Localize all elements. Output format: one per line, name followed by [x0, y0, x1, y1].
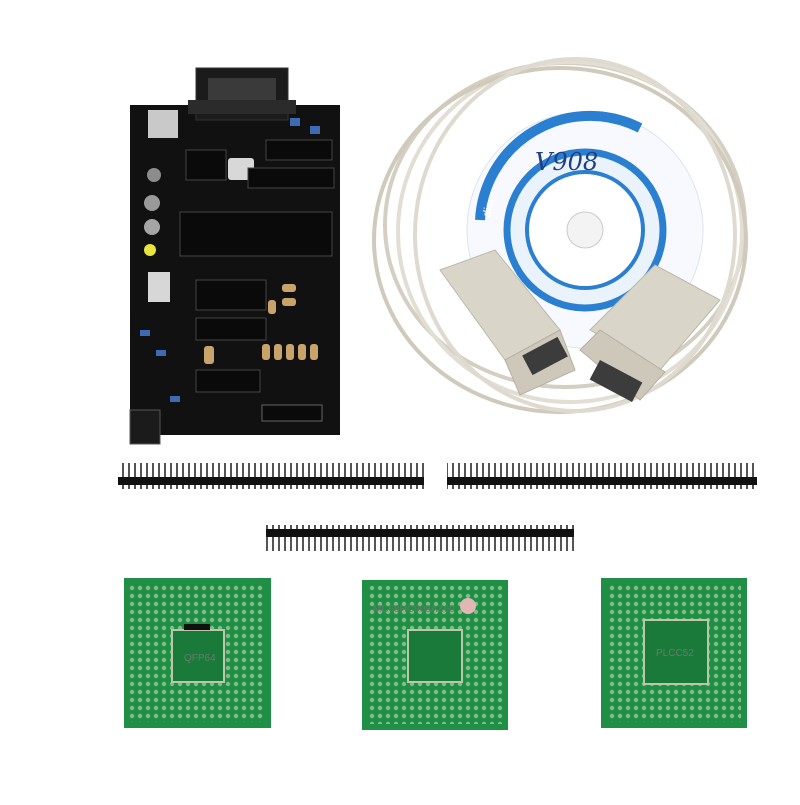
power-jack: [129, 409, 161, 445]
programmer-board: [129, 67, 340, 445]
pin-header-short: [266, 525, 574, 551]
voltage-regulator: [148, 110, 178, 138]
adapter-qfp64-label: QFP64: [184, 653, 216, 664]
adapter-mc68hc908az60: MC68HC908AZ60: [362, 580, 508, 730]
adapter-mc68-label: MC68HC908AZ60: [373, 604, 455, 615]
cd-brand: disc: [479, 195, 498, 219]
db9-connector: [188, 67, 296, 121]
cd-label: V908: [535, 148, 598, 176]
adapter-qfp64: QFP64: [124, 578, 271, 728]
ic-chip-top-right: [265, 139, 333, 161]
ic-chip-top: [185, 149, 227, 181]
pin-header-right: [447, 463, 757, 489]
pin-header-left: [118, 463, 424, 489]
led: [144, 244, 156, 256]
adapter-plcc52: PLCC52: [601, 578, 747, 728]
ic-chip-bottom: [195, 369, 261, 393]
ic-chip-large: [179, 211, 333, 257]
serial-cable: [372, 57, 748, 414]
ic-chip-mid: [195, 279, 267, 311]
adapter-plcc52-label: PLCC52: [656, 648, 694, 659]
ic-chip-low: [195, 317, 267, 341]
cable-connector-right: [579, 264, 721, 402]
cable-connector-left: [439, 249, 576, 396]
ic-chip-right: [247, 167, 335, 189]
